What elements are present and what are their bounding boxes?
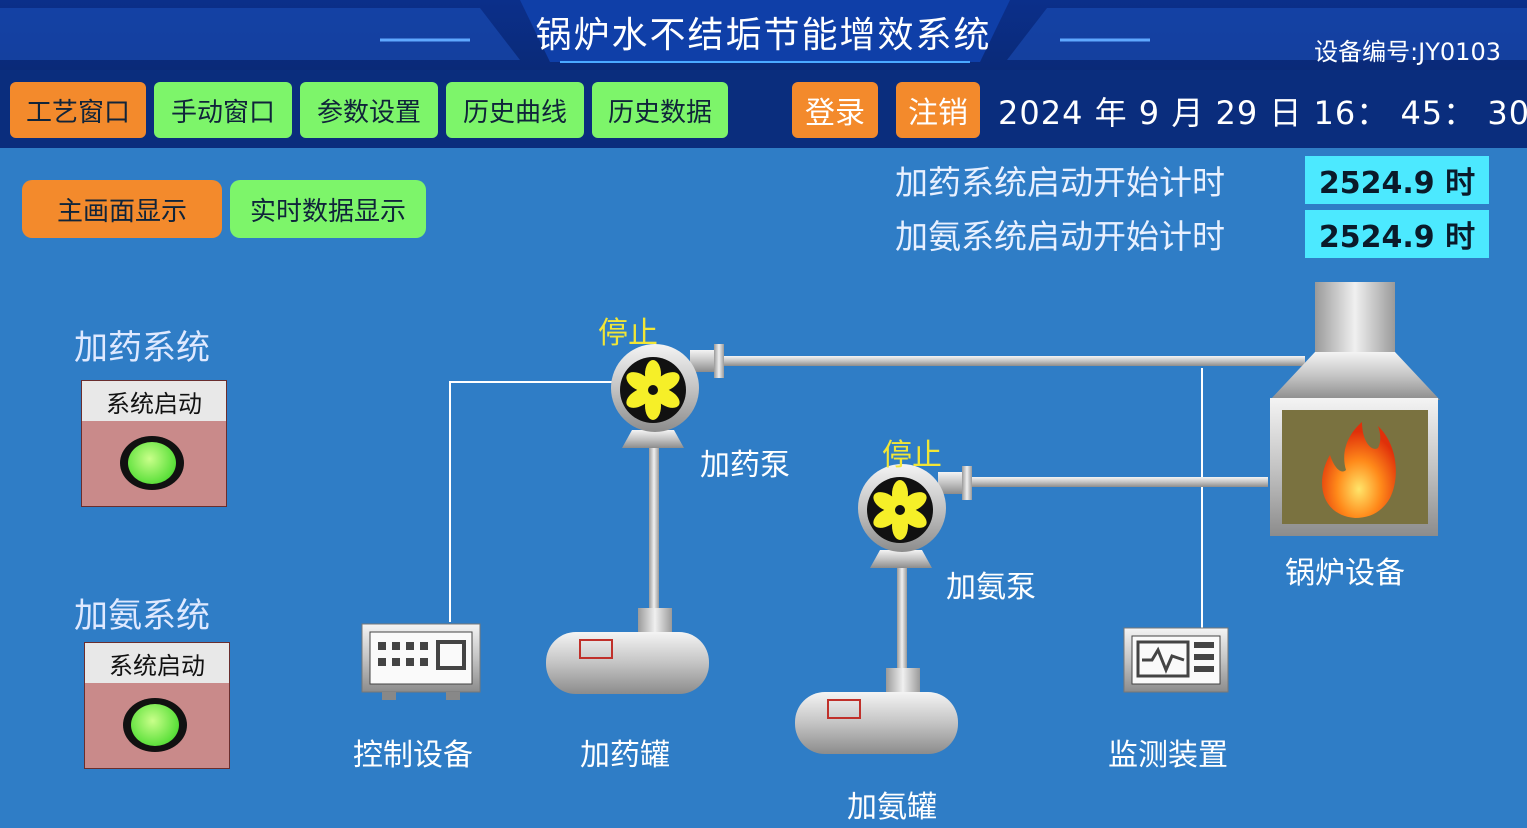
status-lamp-icon (131, 704, 179, 746)
ammonia-system-panel: 系统启动 (84, 642, 230, 769)
page-title: 锅炉水不结垢节能增效系统 (535, 15, 992, 56)
dosing-pump-label: 加药泵 (700, 448, 790, 483)
login-button[interactable]: 登录 (792, 82, 878, 138)
tab-manual-window[interactable]: 手动窗口 (154, 82, 292, 138)
pipe-network (649, 356, 1305, 672)
ammonia-timer-value: 2524.9 时 (1305, 210, 1489, 258)
dosing-timer-value: 2524.9 时 (1305, 156, 1489, 204)
ammonia-system-title: 加氨系统 (74, 596, 210, 636)
tab-process-window[interactable]: 工艺窗口 (10, 82, 146, 138)
dosing-timer-label: 加药系统启动开始计时 (895, 163, 1225, 202)
header-bar: 锅炉水不结垢节能增效系统 设备编号:JY0103 (0, 0, 1527, 70)
ammonia-start-label: 系统启动 (85, 643, 229, 683)
ammonia-tank-label: 加氨罐 (847, 790, 937, 825)
ammonia-pump-label: 加氨泵 (946, 570, 1036, 605)
dosing-pump-icon[interactable] (611, 344, 724, 448)
dosing-start-label: 系统启动 (82, 381, 226, 421)
ammonia-pump-icon[interactable] (858, 464, 972, 568)
dosing-start-button[interactable] (120, 436, 184, 490)
dosing-tank-icon[interactable] (546, 608, 709, 694)
signal-lines (449, 368, 1203, 628)
monitoring-device-icon[interactable] (1123, 627, 1229, 693)
dosing-system-panel: 系统启动 (81, 380, 227, 507)
ammonia-timer-label: 加氨系统启动开始计时 (895, 217, 1225, 256)
monitoring-device-label: 监测装置 (1108, 738, 1228, 773)
dosing-tank-label: 加药罐 (580, 738, 670, 773)
ammonia-pump-status: 停止 (882, 438, 942, 473)
dosing-system-title: 加药系统 (74, 328, 210, 368)
device-id: 设备编号:JY0103 (1314, 38, 1501, 66)
main-view-button[interactable]: 主画面显示 (22, 180, 222, 238)
tab-history-curve[interactable]: 历史曲线 (446, 82, 584, 138)
control-device-label: 控制设备 (353, 738, 473, 773)
ammonia-tank-icon[interactable] (795, 668, 958, 754)
control-device-icon[interactable] (361, 623, 481, 700)
realtime-data-button[interactable]: 实时数据显示 (230, 180, 426, 238)
boiler-label: 锅炉设备 (1285, 556, 1405, 591)
header-decoration (0, 0, 1527, 63)
status-lamp-icon (128, 442, 176, 484)
datetime-display: 2024 年 9 月 29 日 16： 45： 30 (998, 94, 1527, 132)
boiler-icon[interactable] (1270, 282, 1440, 536)
dosing-pump-status: 停止 (598, 316, 658, 351)
tab-history-data[interactable]: 历史数据 (592, 82, 728, 138)
tab-parameter-settings[interactable]: 参数设置 (300, 82, 438, 138)
ammonia-start-button[interactable] (123, 698, 187, 752)
logout-button[interactable]: 注销 (896, 82, 980, 138)
